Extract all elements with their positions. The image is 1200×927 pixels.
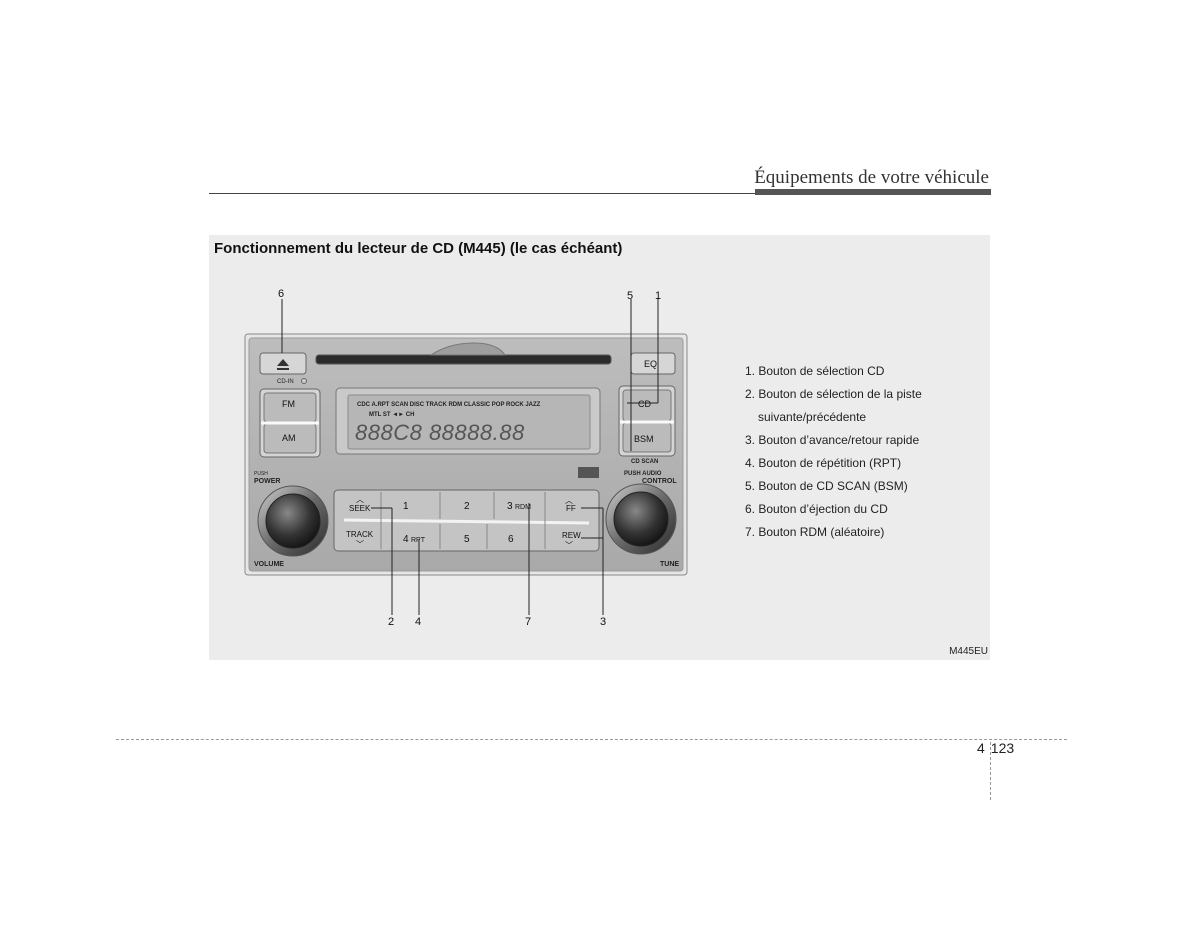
button-legend: 1. Bouton de sélection CD 2. Bouton de s… (745, 360, 922, 544)
callout-2: 2 (388, 616, 394, 628)
cd-slot (315, 354, 612, 365)
cd-scan-label: CD SCAN (631, 459, 658, 465)
eject-icon (277, 359, 289, 370)
push-audio-label: PUSH AUDIO (624, 471, 662, 477)
track-down-icon: ﹀ (356, 540, 364, 549)
rew-down-icon: ﹀ (565, 541, 573, 550)
preset-3-label: 3 (507, 501, 513, 512)
fm-label: FM (282, 399, 295, 409)
preset-4-label: 4 (403, 534, 409, 545)
callout-1: 1 (655, 290, 661, 302)
tune-knob (613, 491, 669, 547)
figure-code: M445EU (949, 646, 988, 657)
ff-up-icon: ︿ (565, 496, 573, 505)
footer-rule (116, 739, 1067, 740)
compact-disc-logo-icon (578, 467, 599, 478)
preset-2-label: 2 (464, 501, 470, 512)
callout-4: 4 (415, 616, 421, 628)
push-power-label-top: PUSH (254, 471, 268, 477)
legend-item-2-continued: suivante/précédente (758, 410, 867, 424)
track-label: TRACK (346, 530, 374, 539)
am-label: AM (282, 433, 296, 443)
legend-item-7: 7. Bouton RDM (aléatoire) (745, 525, 885, 539)
legend-item-4: 4. Bouton de répétition (RPT) (745, 456, 902, 470)
bsm-label: BSM (634, 434, 654, 444)
legend-item-1: 1. Bouton de sélection CD (745, 364, 885, 378)
rew-label: REW (562, 531, 581, 540)
preset-5-label: 5 (464, 534, 470, 545)
preset-3-sub-label: RDM (515, 504, 531, 511)
tune-label: TUNE (660, 561, 679, 568)
volume-knob (265, 493, 321, 549)
preset-1-label: 1 (403, 501, 409, 512)
callout-7: 7 (525, 616, 531, 628)
callout-3: 3 (600, 616, 606, 628)
page-header-title: Équipements de votre véhicule (754, 167, 989, 188)
display-digits: 888C8 88888.88 (355, 420, 525, 445)
preset-panel-divider (343, 518, 590, 525)
radio-illustration: CD-IN FM AM CDC A.RPT SCAN DISC TRACK RD… (244, 288, 688, 628)
figure-panel: Fonctionnement du lecteur de CD (M445) (… (209, 235, 990, 660)
eq-label: EQ (644, 359, 657, 369)
callout-lines (281, 299, 659, 615)
callout-6: 6 (278, 288, 284, 300)
legend-item-3: 3. Bouton d’avance/retour rapide (745, 433, 920, 447)
figure-title: Fonctionnement du lecteur de CD (M445) (… (214, 240, 623, 257)
seek-label: SEEK (349, 504, 371, 513)
seek-up-icon: ︿ (356, 495, 364, 504)
callout-5: 5 (627, 290, 633, 302)
power-label: POWER (254, 478, 280, 485)
preset-6-label: 6 (508, 534, 514, 545)
page-number-value: 123 (990, 740, 1015, 756)
display-indicators-row2: MTL ST ◄► CH (369, 412, 414, 418)
control-label: CONTROL (642, 478, 677, 485)
header-rule (209, 193, 755, 194)
display-indicators-row1: CDC A.RPT SCAN DISC TRACK RDM CLASSIC PO… (357, 402, 541, 408)
page-number: 4 123 (977, 740, 1014, 756)
footer-vertical-rule (990, 742, 991, 800)
preset-4-sub-label: RPT (411, 537, 426, 544)
cd-in-label: CD-IN (277, 379, 294, 385)
legend-item-5: 5. Bouton de CD SCAN (BSM) (745, 479, 908, 493)
header-rule-accent (755, 189, 991, 195)
cd-label: CD (638, 399, 651, 409)
legend-item-6: 6. Bouton d’éjection du CD (745, 502, 888, 516)
display-screen (347, 394, 591, 450)
cd-in-indicator-icon (301, 378, 307, 384)
volume-label: VOLUME (254, 561, 284, 568)
ff-label: FF (566, 504, 576, 513)
cd-slot-tab (429, 342, 506, 356)
chapter-number: 4 (977, 740, 985, 756)
legend-item-2: 2. Bouton de sélection de la piste (745, 387, 922, 401)
